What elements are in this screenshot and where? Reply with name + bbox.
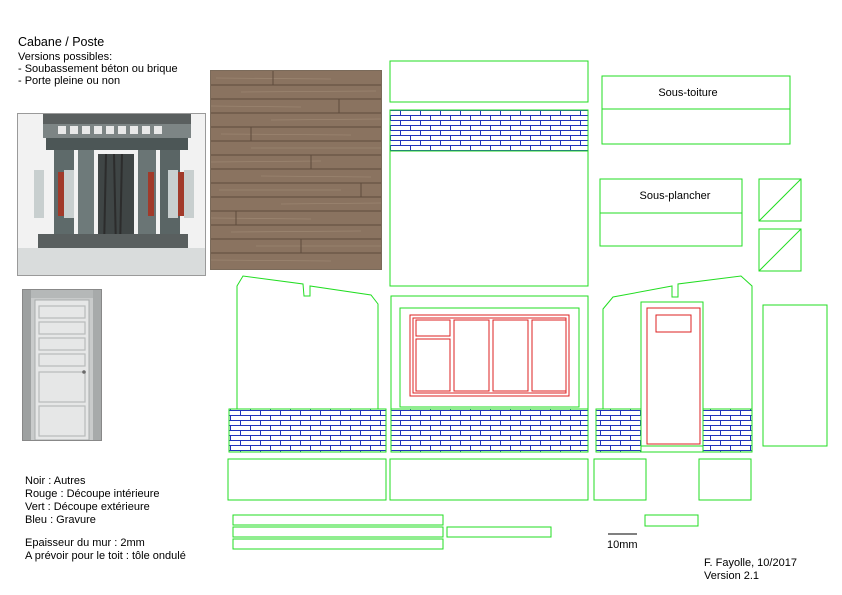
legend-item: Noir : Autres [25,475,86,487]
signal-box-lever-frame-photo-icon [18,114,205,275]
author-credit: F. Fayolle, 10/2017 [704,557,797,569]
foundation-block [227,458,387,501]
window-cut [409,314,570,397]
strip [232,538,444,550]
window-pane [453,319,490,392]
roof-note: A prévoir pour le toit : tôle ondulé [25,550,186,562]
door-frame [640,301,704,447]
window-surround [399,307,580,408]
version-item: - Porte pleine ou non [18,75,121,87]
sous-toiture-strip [601,108,791,145]
brick-band [390,408,589,453]
top-panel [389,60,589,103]
legend-item: Vert : Découpe extérieure [25,501,150,513]
window-pane [415,319,451,337]
machine-photo [17,113,206,276]
version-item: - Soubassement béton ou brique [18,63,178,75]
window-pane [531,319,567,392]
page-title: Cabane / Poste [18,35,105,49]
versions-heading: Versions possibles: [18,51,113,63]
strip [232,514,444,526]
door-cut [646,307,701,445]
foundation-block [389,458,589,501]
brace-square [758,178,802,222]
wood-plank-texture-icon [211,71,381,269]
foundation-block [593,458,647,501]
brick-band [389,109,589,152]
scale-label: 10mm [607,539,638,551]
brick-band [228,408,387,453]
window-pane [415,338,451,392]
brick-band [702,408,753,453]
narrow-panel [762,304,828,447]
legend-item: Rouge : Découpe intérieure [25,488,160,500]
door-photo [22,289,102,441]
strip [446,526,552,538]
wood-texture [210,70,382,270]
door-window-cut [655,314,692,333]
sous-toiture-label: Sous-toiture [658,87,717,99]
window-pane [492,319,529,392]
white-panel-door-photo-icon [23,290,101,440]
version-label: Version 2.1 [704,570,760,582]
sous-plancher-label: Sous-plancher [640,190,711,202]
wall-thickness-note: Epaisseur du mur : 2mm [25,537,145,549]
foundation-block [698,458,752,501]
brick-band [595,408,642,453]
sous-plancher-strip [599,212,743,247]
strip [644,514,699,527]
strip [232,526,444,538]
brace-square [758,228,802,272]
legend-item: Bleu : Gravure [25,514,96,526]
